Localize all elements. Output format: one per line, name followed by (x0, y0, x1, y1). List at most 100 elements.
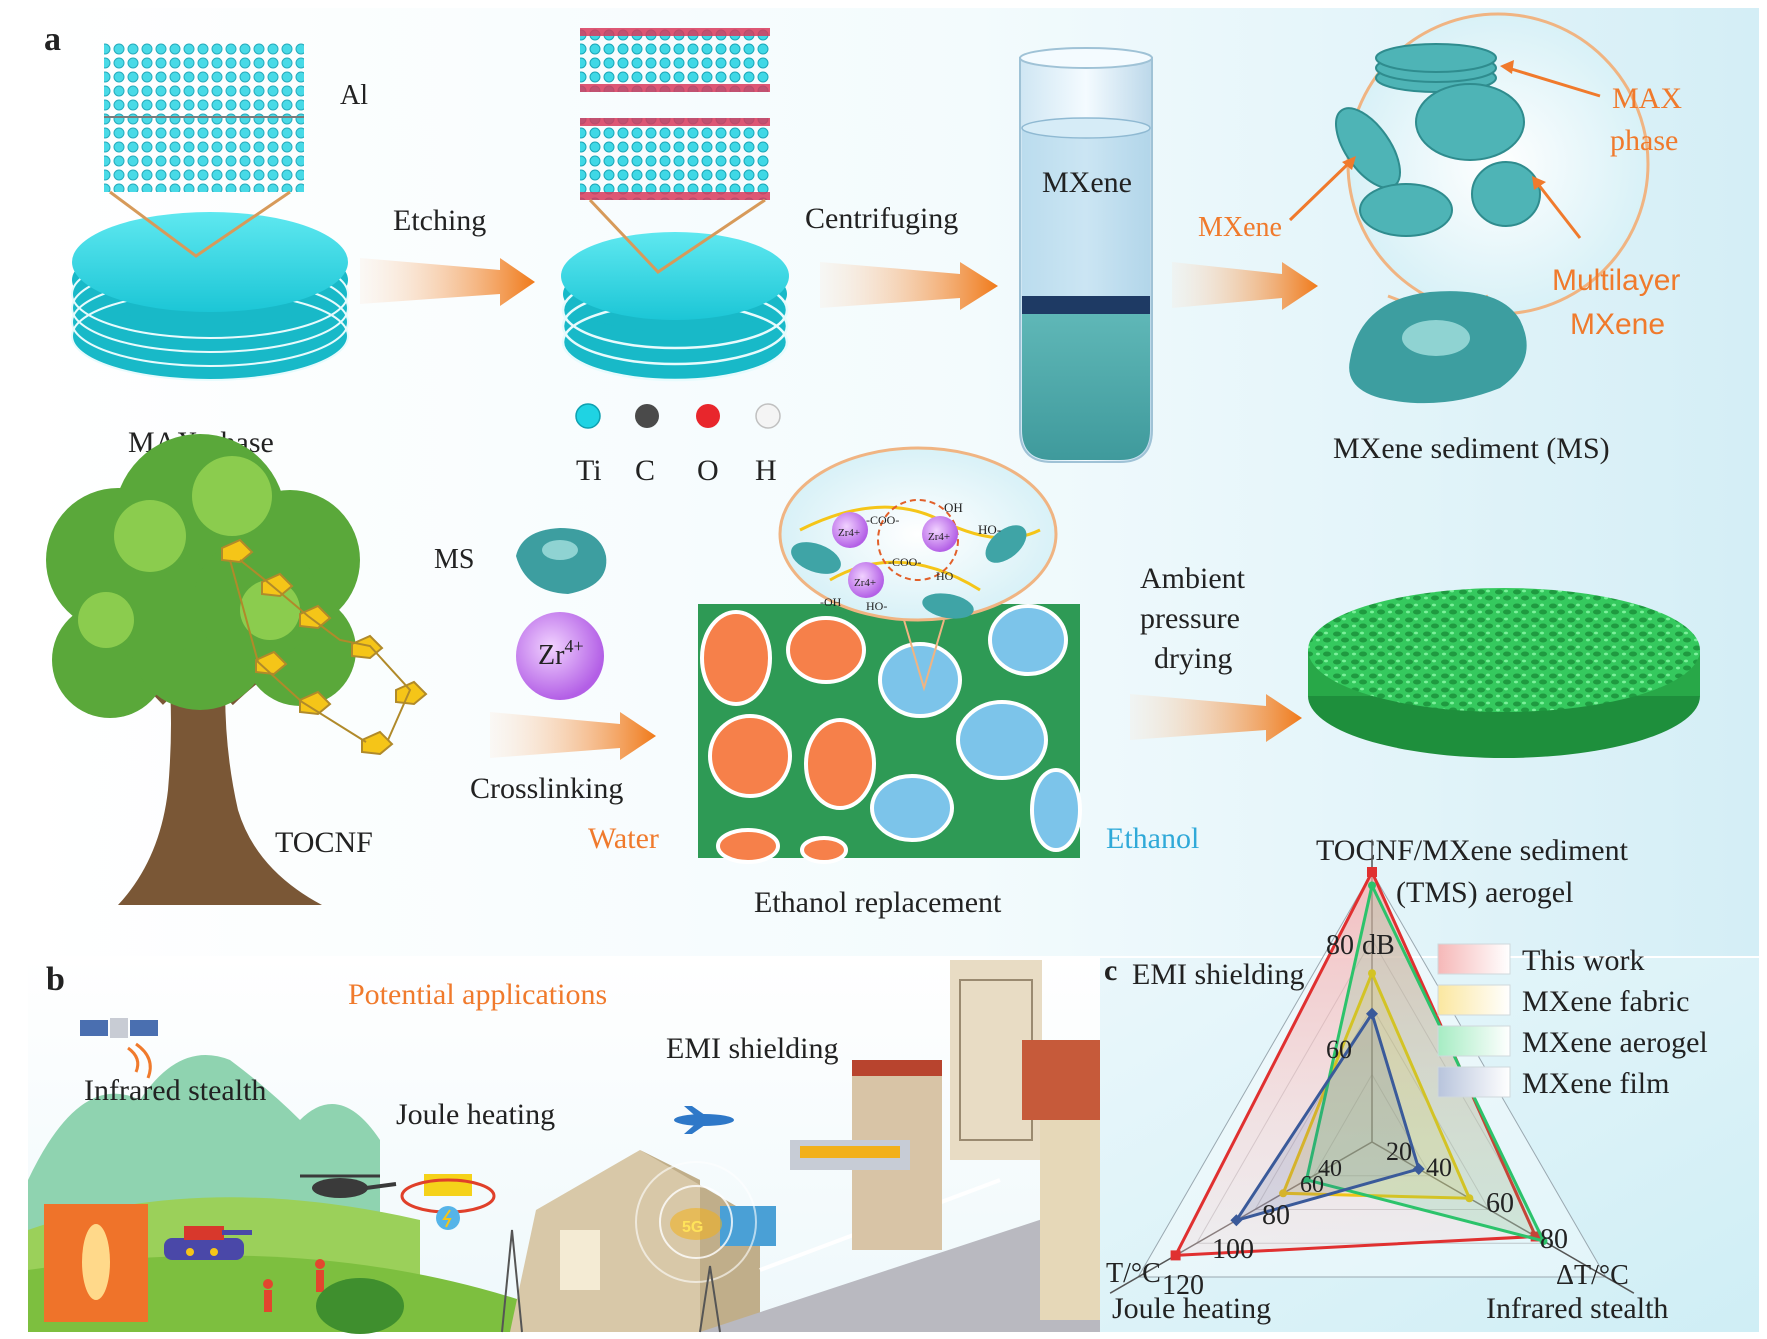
radar-point (1230, 1214, 1243, 1227)
airplane-icon (674, 1106, 734, 1134)
arrow-crosslinking (490, 712, 656, 760)
arrow-sediment (1172, 262, 1318, 310)
callout-multilayer-2: MXene (1570, 308, 1665, 341)
sediment-zoom-bubble (1288, 12, 1650, 404)
callout-multilayer-1: Multilayer (1552, 264, 1680, 297)
radar-point (1412, 1163, 1425, 1175)
radar-axis-name: Infrared stealth (1486, 1292, 1668, 1325)
ms-lump-icon (516, 528, 607, 594)
radar-tick-label: 80 (1540, 1224, 1568, 1255)
radar-point (1170, 1250, 1181, 1261)
legend-swatch (1437, 1066, 1511, 1098)
radar-series-mxene-film (1232, 1010, 1421, 1223)
radar-point (1465, 1194, 1474, 1203)
legend-swatch (1437, 943, 1511, 975)
label-ethanol-replacement: Ethanol replacement (754, 886, 1002, 919)
c-atom-icon (635, 404, 659, 428)
radar-tick-label: 80 (1326, 930, 1354, 961)
label-emi-shielding-b: EMI shielding (666, 1032, 839, 1065)
ti-atom-icon (575, 403, 601, 429)
gel-network (698, 604, 1082, 864)
radar-tick-label: 40 (1318, 1156, 1342, 1182)
radar-tick-label: 120 (1162, 1270, 1204, 1301)
label-tocnf: TOCNF (275, 826, 373, 859)
arrow-etching (360, 258, 535, 306)
label-ms: MS (434, 544, 474, 575)
radar-tick-label: 60 (1300, 1172, 1324, 1198)
radar-tick-label: 40 (1426, 1153, 1452, 1182)
bubble-zr-3: Zr4+ (854, 577, 876, 589)
label-al: Al (340, 80, 368, 111)
legend-ti: Ti (576, 454, 602, 487)
label-5g: 5G (682, 1219, 703, 1236)
bubble-ho-2: HO- (866, 599, 887, 613)
bubble-coo-1: -COO- (866, 513, 899, 527)
label-aerogel-2: (TMS) aerogel (1396, 876, 1573, 909)
tms-aerogel-disk (1308, 588, 1700, 758)
radar-axis-unit: dB (1362, 930, 1395, 961)
radar-tick-label: 60 (1486, 1188, 1514, 1219)
radar-tick-label: 60 (1326, 1035, 1352, 1064)
legend-c: C (635, 454, 655, 487)
tocnf-chain (221, 538, 428, 756)
label-aerogel-1: TOCNF/MXene sediment (1316, 834, 1629, 867)
tank-icon (164, 1226, 252, 1260)
h-atom-icon (755, 403, 781, 429)
legend-swatch (1437, 1025, 1511, 1057)
radar-tick-label: 80 (1262, 1200, 1290, 1231)
label-drying-2: pressure (1140, 602, 1240, 635)
radar-series-mxene-aerogel (1304, 880, 1547, 1244)
legend-h: H (755, 454, 777, 487)
label-potential-applications: Potential applications (348, 978, 607, 1011)
radar-tick-label: 100 (1212, 1234, 1254, 1265)
label-ethanol: Ethanol (1106, 822, 1199, 855)
callout-mxene: MXene (1198, 212, 1282, 243)
helicopter-icon (300, 1174, 397, 1198)
bubble-zr-2: Zr4+ (928, 531, 950, 543)
radar-point (1539, 1237, 1548, 1245)
radar-axis-name: Joule heating (1112, 1292, 1271, 1325)
label-centrifuging: Centrifuging (805, 202, 958, 235)
legend-label: MXene film (1522, 1067, 1669, 1100)
label-joule-heating: Joule heating (396, 1098, 555, 1131)
radar-axis-name: EMI shielding (1132, 958, 1305, 991)
arrow-drying (1130, 694, 1302, 742)
centrifuge-tube (1019, 47, 1153, 463)
legend-label: This work (1522, 944, 1645, 977)
legend-swatch (1437, 984, 1511, 1016)
label-drying-3: drying (1154, 642, 1232, 675)
label-infrared-stealth: Infrared stealth (84, 1074, 266, 1107)
bubble-ho-1: HO- (978, 522, 1001, 537)
label-mxene-tube: MXene (1042, 166, 1132, 199)
radar-point (1366, 1007, 1378, 1020)
satellite-icon (80, 1018, 158, 1079)
radar-point (1367, 867, 1377, 877)
radar-point (1368, 969, 1376, 978)
label-crosslinking: Crosslinking (470, 772, 623, 805)
label-drying-1: Ambient (1140, 562, 1246, 595)
soldier-icons (263, 1259, 325, 1312)
applications-scene (28, 960, 1100, 1334)
label-sediment: MXene sediment (MS) (1333, 432, 1610, 465)
legend-label: MXene fabric (1522, 985, 1689, 1018)
panel-label-b: b (46, 961, 65, 998)
legend-o: O (697, 454, 719, 487)
radar-axis-unit: ΔT/°C (1556, 1260, 1629, 1291)
bubble-zr-1: Zr4+ (838, 527, 860, 539)
panel-label-c: c (1104, 954, 1117, 987)
joule-heater-icon (400, 1174, 496, 1230)
bubble-oh-1: OH (944, 500, 963, 515)
element-legend: Ti C O H (575, 403, 781, 487)
label-etching: Etching (393, 204, 486, 237)
radar-axis-unit: T/°C (1106, 1258, 1161, 1289)
bubble-oh-2: -OH (820, 595, 842, 609)
zr-ion-icon (516, 612, 604, 700)
o-atom-icon (696, 404, 720, 428)
bubble-coo-2: -COO- (888, 555, 921, 569)
radar-point (1302, 1175, 1311, 1184)
panel-label-a: a (44, 21, 61, 58)
zr-label: Zr4+ (538, 636, 584, 671)
